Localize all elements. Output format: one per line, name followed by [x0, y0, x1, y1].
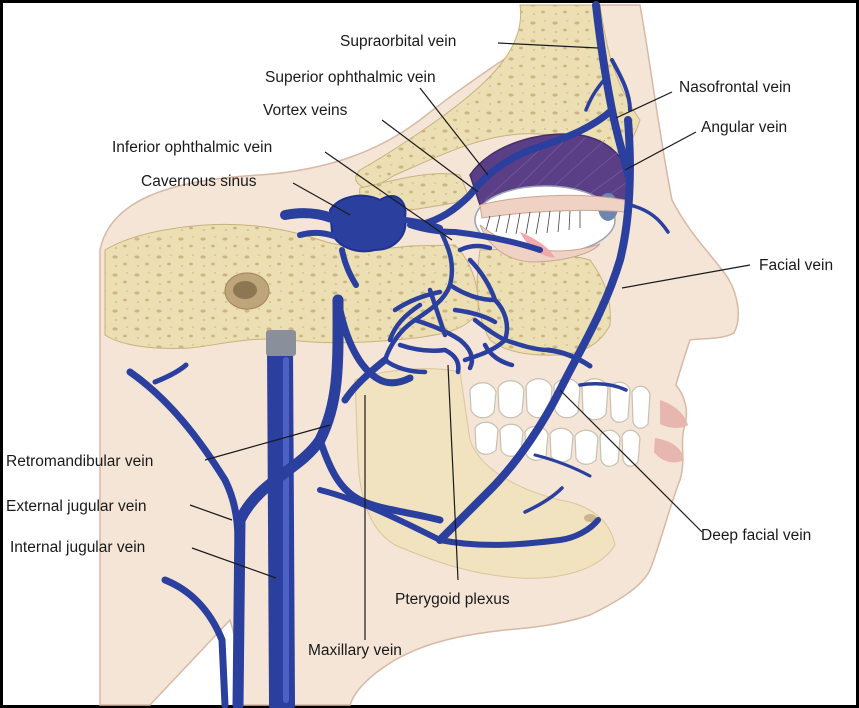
internal-jugular-vein — [267, 332, 295, 708]
leader-facial — [621, 264, 751, 289]
leader-deep-facial — [559, 389, 703, 533]
label-retromandibular-vein: Retromandibular vein — [6, 453, 153, 470]
label-inferior-ophthalmic-vein: Inferior ophthalmic vein — [112, 139, 272, 156]
label-vortex-veins: Vortex veins — [263, 102, 348, 119]
internal-jugular-bulb — [266, 330, 296, 356]
inferior-ophthalmic-vein — [407, 222, 543, 253]
frontal-branch-2 — [584, 78, 606, 112]
cavernous-branch-2 — [297, 229, 337, 239]
occipital-branch — [152, 362, 189, 385]
labial-branch-1 — [578, 382, 628, 392]
frontal-bone — [355, 4, 641, 191]
leader-superior-ophthalmic — [419, 87, 489, 176]
maxillary-vein — [341, 356, 389, 404]
facial-vein — [436, 116, 634, 544]
nasal-branch — [628, 203, 670, 234]
lacrimal-region — [520, 232, 555, 258]
leader-external-jugular — [189, 504, 233, 521]
cavernous-link — [402, 217, 443, 231]
submental-branch — [523, 486, 564, 514]
label-nasofrontal-vein: Nasofrontal vein — [679, 79, 791, 96]
leader-pterygoid — [447, 364, 459, 581]
retromandibular-vein — [334, 296, 414, 387]
labial-branch-2 — [533, 453, 592, 478]
ear-canal-inner — [233, 281, 257, 299]
mental-foramen — [584, 514, 596, 522]
leader-nasofrontal — [615, 91, 673, 119]
cavernous-sinus — [329, 194, 407, 253]
leader-cavernous — [292, 182, 351, 216]
label-supraorbital-vein: Supraorbital vein — [340, 33, 456, 50]
label-facial-vein: Facial vein — [759, 257, 833, 274]
submandibular-vein — [317, 487, 601, 548]
deep-facial-vein — [545, 347, 593, 369]
nasofrontal-vein — [610, 58, 632, 112]
label-pterygoid-plexus: Pterygoid plexus — [395, 591, 510, 608]
label-deep-facial-vein: Deep facial vein — [701, 527, 811, 544]
label-external-jugular-vein: External jugular vein — [6, 498, 146, 515]
leader-supraorbital — [497, 42, 599, 49]
leader-lines — [189, 42, 751, 640]
leader-internal-jugular — [191, 547, 277, 579]
veins — [126, 1, 670, 708]
pterygoid-plexus — [382, 227, 551, 375]
posterior-external-jugular — [126, 368, 242, 544]
label-maxillary-vein: Maxillary vein — [308, 642, 402, 659]
label-superior-ophthalmic-vein: Superior ophthalmic vein — [265, 69, 436, 86]
label-cavernous-sinus: Cavernous sinus — [141, 173, 257, 190]
leader-angular — [624, 131, 697, 171]
superior-ophthalmic-vein — [416, 106, 616, 229]
label-internal-jugular-vein: Internal jugular vein — [10, 539, 145, 556]
eyelashes — [485, 210, 581, 235]
cavernous-branch-3 — [339, 247, 359, 288]
leader-vortex — [381, 119, 479, 193]
labels: Supraorbital vein Superior ophthalmic ve… — [6, 33, 833, 659]
lower-neck-branch — [161, 576, 229, 708]
mandible — [354, 368, 616, 579]
leader-retromandibular — [204, 424, 331, 461]
cavernous-branch-1 — [280, 208, 337, 223]
temporal-sphenoid-bone — [104, 223, 479, 349]
upper-lip — [660, 400, 688, 428]
leader-inferior-ophthalmic — [324, 151, 453, 241]
lower-lip — [654, 438, 684, 463]
label-angular-vein: Angular vein — [701, 119, 787, 136]
